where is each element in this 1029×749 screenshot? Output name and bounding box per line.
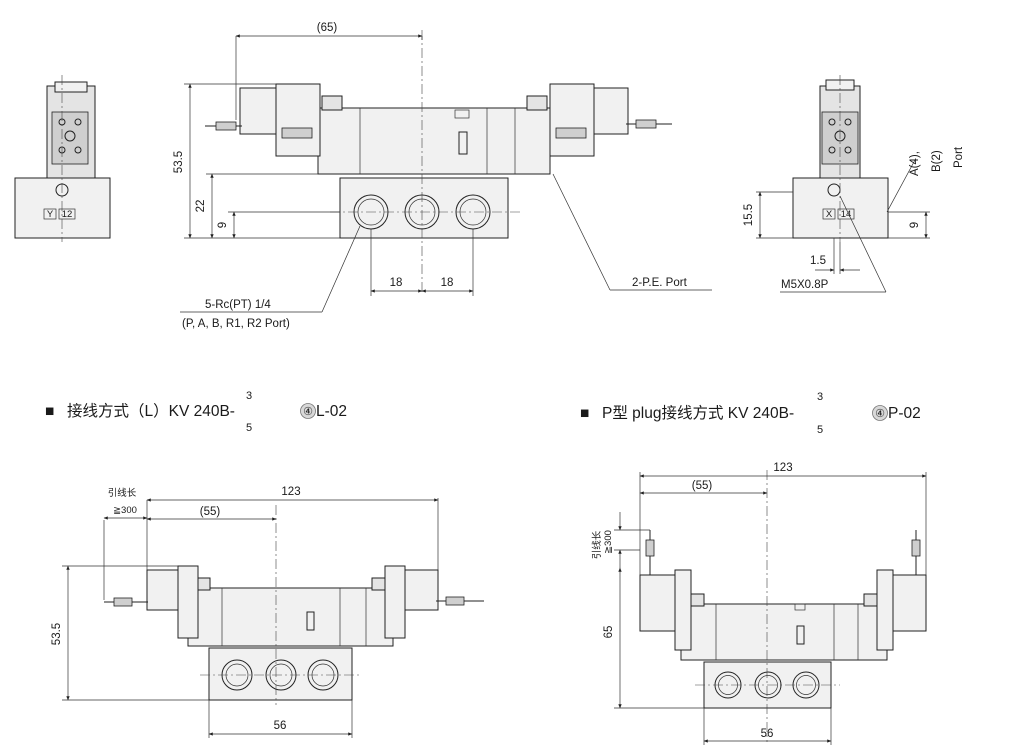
- lead-label-p: 引线长: [591, 530, 603, 559]
- heading-p: ■ P型 plug接线方式 KV 240B- 3 5 ④ P-02: [580, 391, 921, 436]
- heading-l-circled: ④: [303, 406, 313, 418]
- heading-p-circled: ④: [875, 408, 885, 420]
- tag-12-text: 12: [62, 209, 73, 220]
- tag-y-text: Y: [47, 209, 54, 220]
- dim-65-p: 65: [603, 626, 615, 639]
- dim-123-l: 123: [281, 486, 300, 498]
- lead-label-l: 引线长: [108, 487, 137, 499]
- dim-9-right-label: 9: [909, 222, 921, 228]
- leader-port: [321, 225, 361, 313]
- label-port: 5-Rc(PT) 1/4: [205, 299, 271, 311]
- coil-right: [549, 83, 595, 157]
- dim-53-5-label: 53.5: [173, 151, 185, 173]
- label-ab-2: B(2): [931, 150, 943, 172]
- valve-body: [317, 107, 551, 175]
- heading-l-title: 接线方式（L）KV 240B-: [67, 402, 235, 420]
- dim-53-5-l: 53.5: [51, 623, 63, 645]
- label-port-sub: (P, A, B, R1, R2 Port): [182, 318, 290, 330]
- tag-y: [43, 208, 57, 220]
- label-ab-1: A(4),: [909, 151, 921, 176]
- dim-55-l: (55): [200, 506, 221, 518]
- tag-x-text: X: [826, 209, 833, 220]
- dim-65-label: (65): [317, 22, 338, 34]
- heading-p-circle: [872, 405, 888, 421]
- front-view-l: 引线长 ≧300 123 (55) 53.5 56: [51, 486, 484, 738]
- front-view-p: 123 (55) 引线长 ≧300 65 56: [591, 462, 927, 745]
- heading-p-sup: 3: [817, 391, 823, 403]
- label-m5: M5X0.8P: [781, 279, 829, 291]
- indicator-window: [458, 131, 468, 155]
- dim-15-5-label: 15.5: [743, 204, 755, 226]
- front-view-top: (65) 53.5 22 9 18 18 5-Rc(PT) 1/4 (P, A,…: [173, 22, 712, 330]
- heading-p-bullet: ■: [580, 405, 589, 422]
- heading-p-title: P型 plug接线方式 KV 240B-: [602, 404, 794, 422]
- dim-9-label: 9: [217, 222, 229, 228]
- heading-l-sub: 5: [246, 422, 252, 434]
- dim-18-a-label: 18: [390, 277, 403, 289]
- dim-22-label: 22: [195, 200, 207, 213]
- solenoid-right: [591, 87, 629, 135]
- dim-18-b-label: 18: [441, 277, 454, 289]
- label-ab-3: Port: [953, 146, 965, 168]
- leader-pe: [552, 173, 611, 291]
- tag-14-text: 14: [841, 209, 852, 220]
- lead-value-p: ≧300: [603, 530, 614, 554]
- right-side-view: X 14 A(4), B(2) Port 15.5 9 1.5 M5X0.8P: [743, 75, 965, 293]
- coil-left: [275, 83, 321, 157]
- heading-l-bullet: ■: [45, 403, 54, 420]
- solenoid-left: [239, 87, 279, 135]
- lead-value-l: ≧300: [113, 505, 137, 516]
- tag-12: [58, 208, 76, 220]
- heading-l-suffix: L-02: [316, 403, 347, 420]
- dim-56-l: 56: [274, 720, 287, 732]
- dim-55-p: (55): [692, 480, 713, 492]
- dim-56-p: 56: [761, 728, 774, 740]
- heading-l-sup: 3: [246, 390, 252, 402]
- label-pe: 2-P.E. Port: [632, 277, 688, 289]
- heading-l-circle: [300, 403, 316, 419]
- heading-l: ■ 接线方式（L）KV 240B- 3 5 ④ L-02: [45, 390, 347, 434]
- heading-p-sub: 5: [817, 424, 823, 436]
- left-side-view: Y 12: [14, 75, 111, 242]
- dim-123-p: 123: [773, 462, 792, 474]
- heading-p-suffix: P-02: [888, 405, 921, 422]
- dim-1-5-label: 1.5: [810, 255, 826, 267]
